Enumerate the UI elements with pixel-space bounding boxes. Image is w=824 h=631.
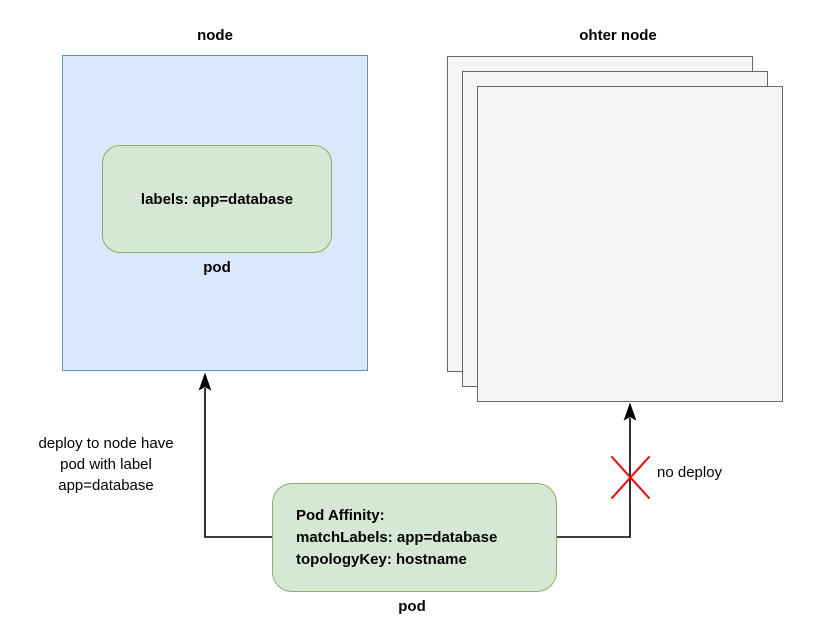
left-node-title: node: [197, 27, 233, 44]
no-deploy-annotation: no deploy: [657, 464, 723, 481]
affinity-pod-box: Pod Affinity: matchLabels: app=database …: [272, 483, 557, 592]
deploy-arrow: [198, 372, 272, 538]
affinity-line-2: matchLabels: app=database: [296, 529, 498, 546]
red-cross-icon: [611, 456, 650, 499]
affinity-pod-caption: pod: [398, 598, 426, 615]
left-pod-caption: pod: [203, 259, 231, 276]
left-pod-box: labels: app=database: [102, 145, 332, 253]
affinity-line-1: Pod Affinity:: [296, 507, 385, 524]
no-deploy-arrow: [557, 402, 637, 538]
left-pod-label: labels: app=database: [140, 190, 294, 208]
right-node-title: ohter node: [579, 27, 657, 44]
deploy-annotation: deploy to node have pod with label app=d…: [38, 435, 174, 494]
affinity-line-3: topologyKey: hostname: [296, 551, 467, 568]
stack-rect-front: [477, 86, 783, 402]
